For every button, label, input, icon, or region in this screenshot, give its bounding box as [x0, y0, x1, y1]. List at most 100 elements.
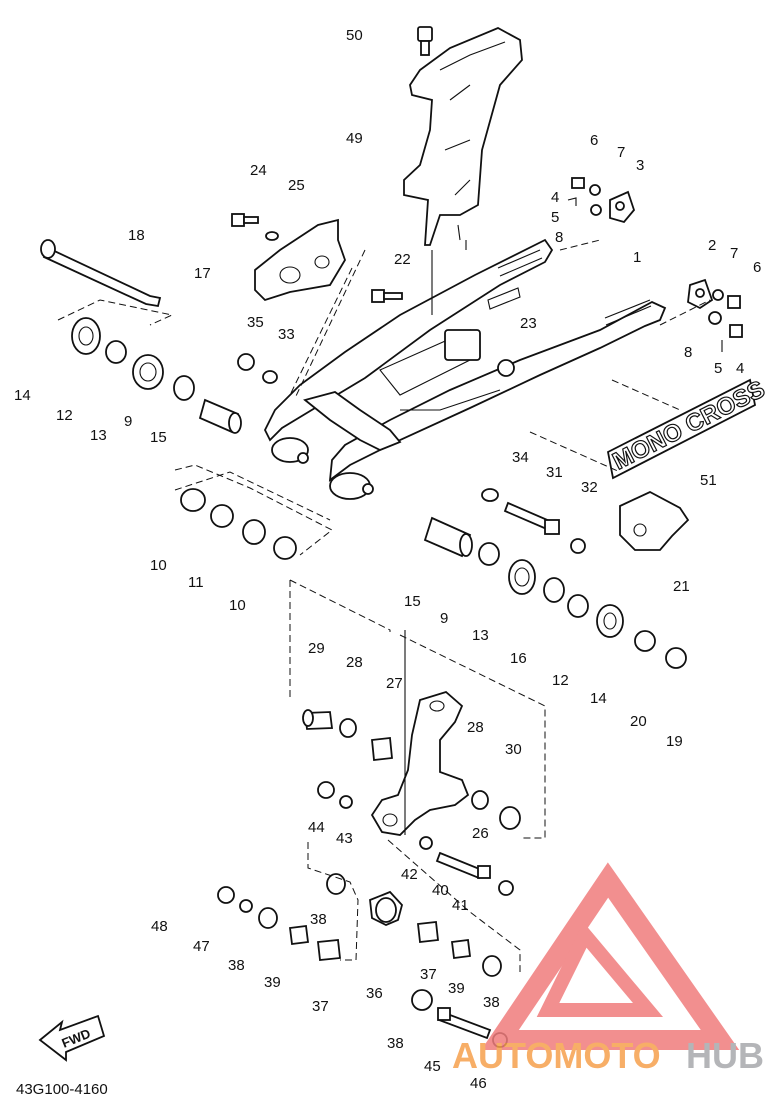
- label-45: 45: [424, 1058, 441, 1075]
- label-37a: 37: [312, 998, 329, 1015]
- label-49: 49: [346, 130, 363, 147]
- label-11: 11: [188, 574, 204, 591]
- label-36: 36: [366, 985, 383, 1002]
- brand-text-1: AUTOMOTO: [452, 1035, 661, 1076]
- footer-code: 43G100-4160: [16, 1081, 108, 1098]
- label-38d: 38: [387, 1035, 404, 1052]
- label-38c: 38: [483, 994, 500, 1011]
- label-31: 31: [546, 464, 563, 481]
- washer-38c: [482, 955, 502, 977]
- bracket-washer: [265, 231, 279, 241]
- washer-47: [239, 899, 253, 913]
- label-24: 24: [250, 162, 267, 179]
- label-21: 21: [673, 578, 690, 595]
- label-37b: 37: [420, 966, 437, 983]
- label-6a: 6: [590, 132, 598, 149]
- left-lower-bearing-set: [180, 488, 297, 560]
- label-28b: 28: [467, 719, 484, 736]
- guard-bolt: [417, 26, 433, 56]
- washer-34: [481, 488, 499, 502]
- label-51: 51: [700, 472, 717, 489]
- label-6b: 6: [753, 259, 761, 276]
- label-13a: 13: [90, 427, 107, 444]
- nut-32: [570, 538, 586, 554]
- fwd-arrow-icon: FWD: [38, 1014, 106, 1062]
- collar-29: [302, 709, 334, 730]
- label-47: 47: [193, 938, 210, 955]
- label-3: 3: [636, 157, 644, 174]
- bolt-31: [503, 501, 560, 535]
- label-38b: 38: [310, 911, 327, 928]
- label-35: 35: [247, 314, 264, 331]
- collar-39b: [450, 938, 472, 960]
- label-25: 25: [288, 177, 305, 194]
- label-46: 46: [470, 1075, 487, 1092]
- label-23: 23: [520, 315, 537, 332]
- bolt-45: [437, 1007, 492, 1040]
- washer-38d: [411, 989, 433, 1011]
- nut-44: [317, 781, 335, 799]
- mono-cross-decal: MONO CROSS: [606, 375, 770, 480]
- assembly-lines: [57, 224, 711, 972]
- cover-21: [619, 490, 690, 551]
- label-41: 41: [452, 897, 469, 914]
- chain-guard: [403, 27, 523, 246]
- label-8a: 8: [555, 229, 563, 246]
- bearing-37a: [317, 939, 341, 961]
- label-48: 48: [151, 918, 168, 935]
- bearing-28b: [471, 790, 489, 810]
- label-27: 27: [386, 675, 403, 692]
- label-10b: 10: [229, 597, 246, 614]
- washer-33: [262, 370, 278, 384]
- adjuster-left: [567, 177, 636, 224]
- pivot-shaft: [40, 239, 162, 308]
- label-33: 33: [278, 326, 295, 343]
- adjuster-right: [687, 278, 743, 352]
- label-32: 32: [581, 479, 598, 496]
- label-2: 2: [708, 237, 716, 254]
- bolt-22: [371, 289, 403, 303]
- relay-arm: [370, 690, 470, 836]
- collar-39a: [288, 924, 310, 946]
- label-5a: 5: [551, 209, 559, 226]
- label-4b: 4: [736, 360, 744, 377]
- label-4a: 4: [551, 189, 559, 206]
- bearing-27: [371, 737, 393, 761]
- washer-42: [419, 836, 433, 850]
- fitting-41: [498, 880, 514, 896]
- label-29: 29: [308, 640, 325, 657]
- label-43: 43: [336, 830, 353, 847]
- label-39b: 39: [448, 980, 465, 997]
- nut-23: [497, 359, 515, 377]
- washer-38a: [258, 907, 278, 929]
- bracket: [254, 218, 346, 302]
- nut-35: [237, 353, 255, 371]
- part-labels: 50 49 24 25 6 7 3 4 5 8 18 17 22 1 2 7 6…: [14, 27, 761, 1092]
- label-50: 50: [346, 27, 363, 44]
- connecting-rod: [369, 890, 403, 926]
- label-20: 20: [630, 713, 647, 730]
- label-42: 42: [401, 866, 418, 883]
- label-19: 19: [666, 733, 683, 750]
- label-10a: 10: [150, 557, 167, 574]
- label-12a: 12: [56, 407, 73, 424]
- left-upper-bearing-set: [71, 317, 242, 434]
- label-14a: 14: [14, 387, 31, 404]
- label-17: 17: [194, 265, 211, 282]
- collar-30: [499, 806, 521, 830]
- bracket-bolt: [231, 213, 259, 227]
- label-44: 44: [308, 819, 325, 836]
- washer-43: [339, 795, 353, 809]
- bearing-28a: [339, 718, 357, 738]
- label-30: 30: [505, 741, 522, 758]
- label-15a: 15: [150, 429, 167, 446]
- label-38a: 38: [228, 957, 245, 974]
- label-5b: 5: [714, 360, 722, 377]
- label-12b: 12: [552, 672, 569, 689]
- automotohub-logo: AUTOMOTO HUB: [452, 862, 764, 1076]
- decal-text: MONO CROSS: [608, 376, 769, 476]
- label-39a: 39: [264, 974, 281, 991]
- label-9a: 9: [124, 413, 132, 430]
- label-16: 16: [510, 650, 527, 667]
